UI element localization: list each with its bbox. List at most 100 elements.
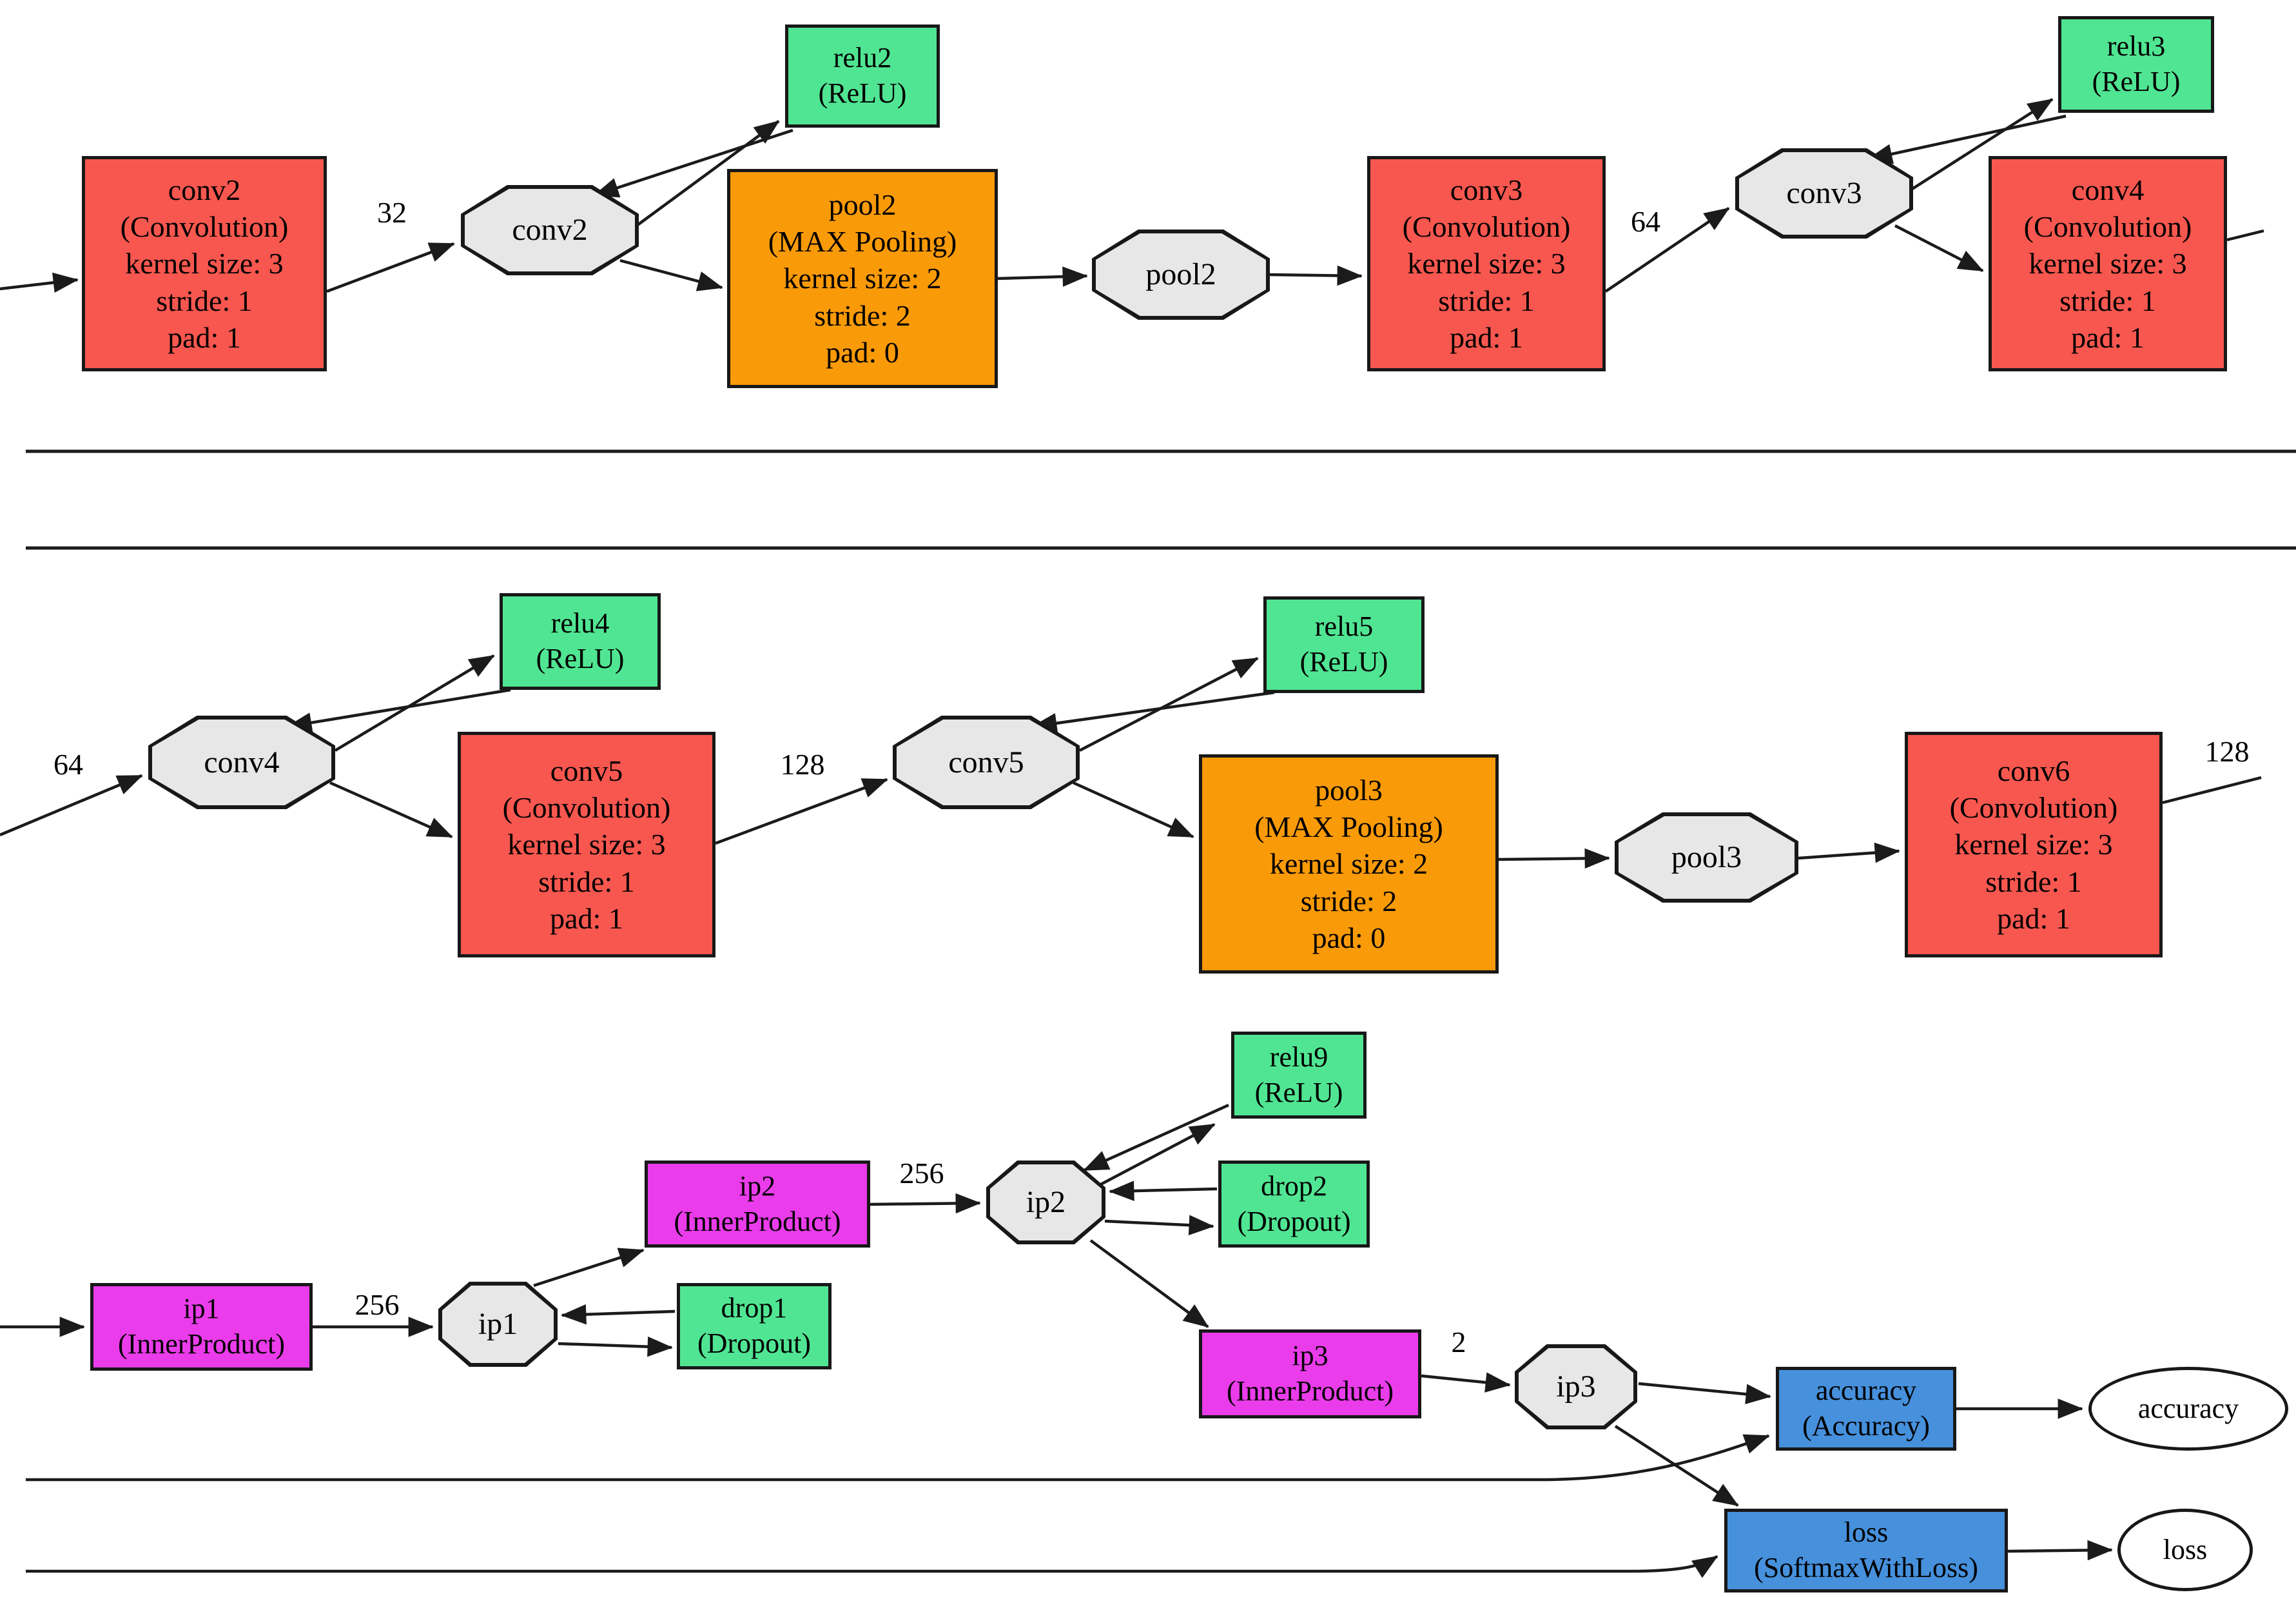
edge-input-to-conv4blob	[0, 774, 143, 837]
layer-relu5-label: relu5 (ReLU)	[1299, 611, 1388, 678]
layer-conv3-label: conv3 (Convolution) kernel size: 3 strid…	[1402, 173, 1571, 354]
edge-pool2blob-to-conv3	[1269, 265, 1363, 286]
blob-conv5: conv5	[893, 716, 1080, 809]
blob-ip3-label: ip3	[1556, 1369, 1596, 1404]
edge-conv2-to-conv2blob	[326, 242, 455, 293]
blob-conv3: conv3	[1735, 148, 1913, 239]
blob-conv4-label: conv4	[204, 745, 280, 779]
layer-pool2-label: pool2 (MAX Pooling) kernel size: 2 strid…	[768, 188, 957, 369]
blob-accuracy-label: accuracy	[2137, 1392, 2239, 1424]
edge-relu9-to-ip2blob	[1083, 1103, 1229, 1172]
layer-loss-label: loss (SoftmaxWithLoss)	[1754, 1516, 1978, 1583]
layer-relu3-label: relu3 (ReLU)	[2092, 30, 2181, 97]
edge-pool3-to-pool3blob	[1498, 848, 1610, 869]
blob-pool3-label: pool3	[1671, 840, 1742, 875]
blob-conv3-label: conv3	[1786, 176, 1862, 211]
layer-conv5: conv5 (Convolution) kernel size: 3 strid…	[458, 732, 715, 957]
edge-ip2blob-to-relu9	[1096, 1123, 1216, 1188]
layer-relu4-label: relu4 (ReLU)	[536, 607, 625, 674]
edge-pool2-to-pool2blob	[997, 266, 1088, 287]
blob-conv2: conv2	[461, 185, 639, 275]
edge-label-ip2-out: 256	[899, 1157, 944, 1190]
edge-relu3-to-conv3blob	[1867, 114, 2067, 164]
edge-drop1-to-ip1blob	[561, 1304, 676, 1325]
blob-pool3: pool3	[1615, 812, 1798, 903]
layer-conv6: conv6 (Convolution) kernel size: 3 strid…	[1905, 732, 2163, 957]
edge-conv3blob-to-relu3	[1908, 98, 2054, 192]
edge-label-input-to-accuracy	[26, 1434, 1770, 1482]
layer-ip2-label: ip2 (InnerProduct)	[674, 1170, 841, 1237]
edge-ip1blob-to-drop1	[558, 1336, 673, 1357]
edge-label-conv2-out: 32	[377, 196, 407, 229]
layer-conv2: conv2 (Convolution) kernel size: 3 strid…	[82, 156, 327, 371]
edge-conv3-to-conv3blob	[1604, 207, 1730, 293]
edge-ip2blob-to-ip3	[1089, 1239, 1209, 1328]
layer-conv4: conv4 (Convolution) kernel size: 3 strid…	[1989, 156, 2227, 371]
edge-conv5-to-conv5blob	[715, 778, 888, 845]
blob-pool2: pool2	[1092, 230, 1270, 320]
layer-drop1: drop1 (Dropout)	[677, 1283, 832, 1369]
edge-conv5blob-to-pool3	[1073, 781, 1194, 839]
edge-label-conv6-out: 128	[2204, 735, 2250, 768]
layer-relu3: relu3 (ReLU)	[2058, 16, 2214, 113]
layer-pool3-label: pool3 (MAX Pooling) kernel size: 2 strid…	[1254, 774, 1443, 954]
edge-ip3-to-ip3blob	[1421, 1372, 1511, 1393]
edge-conv4-out	[2226, 229, 2264, 242]
layer-relu9: relu9 (ReLU)	[1231, 1032, 1367, 1119]
edge-conv6-out	[2162, 776, 2262, 805]
edge-label-row2-in: 64	[54, 748, 83, 781]
layer-drop2-label: drop2 (Dropout)	[1237, 1170, 1351, 1237]
layer-accuracy-label: accuracy (Accuracy)	[1802, 1375, 1930, 1442]
layer-conv5-label: conv5 (Convolution) kernel size: 3 strid…	[502, 754, 671, 935]
edge-label-conv5-out: 128	[780, 748, 825, 781]
edge-ip2-to-ip2blob	[870, 1193, 981, 1214]
edge-relu4-to-conv4blob	[286, 688, 511, 733]
layer-conv6-label: conv6 (Convolution) kernel size: 3 strid…	[1949, 754, 2118, 935]
layer-ip1-label: ip1 (InnerProduct)	[117, 1293, 285, 1360]
edge-conv2blob-to-relu2	[634, 120, 780, 228]
layer-ip3-label: ip3 (InnerProduct)	[1226, 1340, 1394, 1407]
edge-ip1blob-to-ip2	[533, 1248, 645, 1288]
layer-accuracy: accuracy (Accuracy)	[1776, 1367, 1956, 1451]
blob-ip2-label: ip2	[1026, 1185, 1066, 1220]
edge-ip3blob-to-accuracy	[1638, 1382, 1771, 1405]
blob-loss-label: loss	[2163, 1533, 2208, 1565]
blob-pool2-label: pool2	[1145, 257, 1216, 292]
layer-conv2-label: conv2 (Convolution) kernel size: 3 strid…	[120, 173, 289, 354]
edge-conv3blob-to-conv4	[1894, 224, 1984, 273]
edge-drop2-to-ip2blob	[1109, 1181, 1218, 1201]
blob-accuracy: accuracy	[2088, 1367, 2288, 1451]
edge-conv5blob-to-relu5	[1078, 657, 1259, 752]
edge-ip2blob-to-drop2	[1104, 1215, 1214, 1235]
layer-relu2: relu2 (ReLU)	[785, 24, 940, 128]
edge-relu2-to-conv2blob	[593, 128, 793, 198]
layer-loss: loss (SoftmaxWithLoss)	[1724, 1509, 2008, 1592]
layer-drop1-label: drop1 (Dropout)	[697, 1292, 811, 1359]
blob-ip2: ip2	[986, 1161, 1105, 1244]
edge-relu5-to-conv5blob	[1031, 691, 1275, 734]
edge-conv4blob-to-relu4	[334, 654, 495, 752]
layer-ip2: ip2 (InnerProduct)	[645, 1161, 870, 1248]
blob-ip1-label: ip1	[478, 1307, 518, 1342]
edge-label-ip1-out: 256	[355, 1288, 400, 1321]
layer-pool2: pool2 (MAX Pooling) kernel size: 2 strid…	[727, 169, 998, 388]
layer-drop2: drop2 (Dropout)	[1218, 1161, 1370, 1248]
blob-conv5-label: conv5	[948, 745, 1024, 779]
blob-loss: loss	[2117, 1509, 2253, 1591]
layer-relu2-label: relu2 (ReLU)	[818, 42, 907, 109]
edge-input-to-conv2	[0, 272, 79, 293]
edge-conv2blob-to-pool2	[619, 259, 723, 291]
edge-label-ip3-out: 2	[1451, 1326, 1466, 1358]
layer-relu5: relu5 (ReLU)	[1263, 596, 1425, 693]
layer-pool3: pool3 (MAX Pooling) kernel size: 2 strid…	[1199, 754, 1499, 974]
edge-label-conv3-out: 64	[1631, 205, 1660, 238]
blob-conv2-label: conv2	[512, 213, 588, 248]
blob-ip1: ip1	[438, 1282, 558, 1367]
layer-ip1: ip1 (InnerProduct)	[90, 1283, 313, 1371]
layer-ip3: ip3 (InnerProduct)	[1199, 1329, 1421, 1418]
layer-relu9-label: relu9 (ReLU)	[1254, 1041, 1343, 1108]
edge-conv4blob-to-conv5	[329, 781, 453, 839]
edge-pool3blob-to-conv6	[1798, 842, 1900, 863]
